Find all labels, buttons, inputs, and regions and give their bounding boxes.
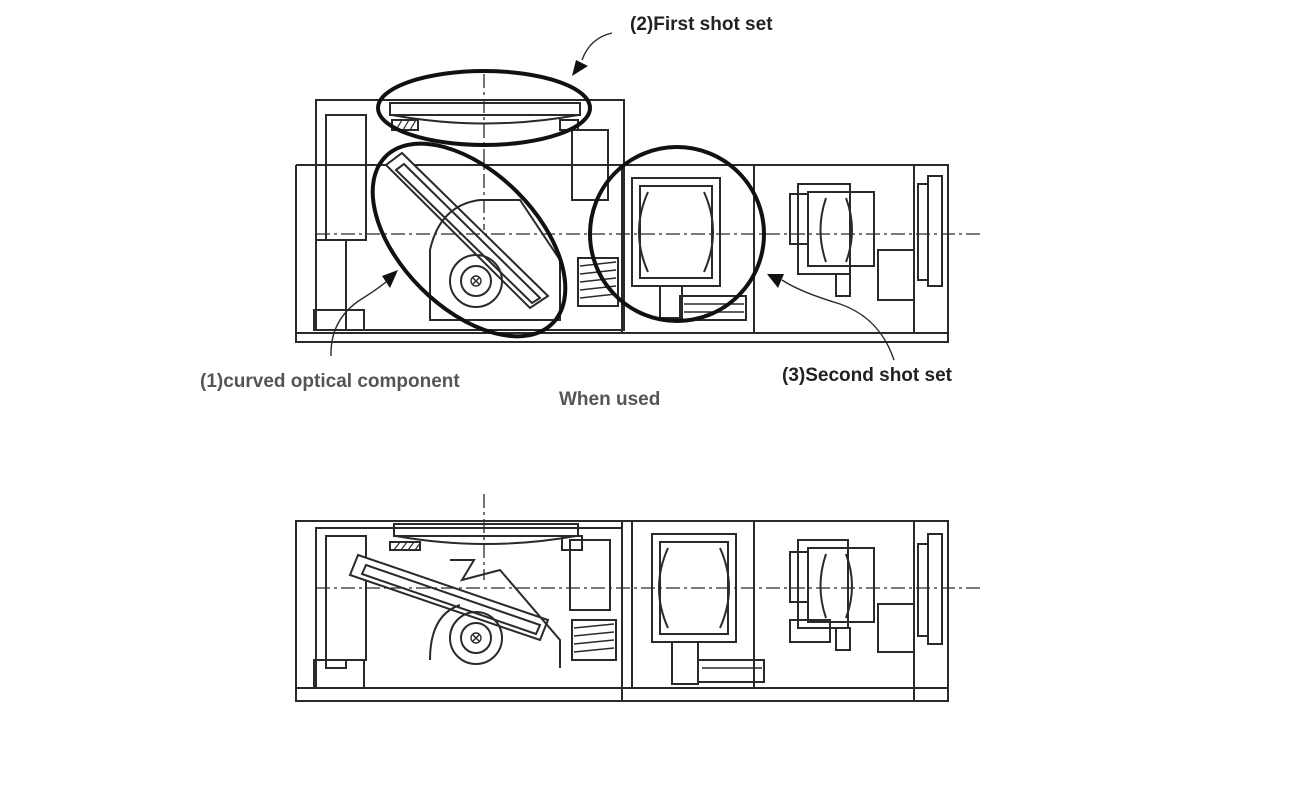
bottom-left-blocks: [313, 535, 611, 689]
first-shot-set-highlight: [376, 69, 592, 147]
second-shot-set-label: (3)Second shot set: [782, 365, 953, 386]
callout-leaders: [330, 32, 895, 361]
bottom-curved-optical-component: [348, 553, 561, 668]
top-left-blocks: [313, 114, 609, 331]
bottom-second-shot-lens: [651, 533, 765, 685]
top-diagram: [295, 69, 980, 343]
bottom-rear-element: [917, 533, 943, 645]
first-shot-set-leader: [581, 32, 613, 61]
second-shot-set-arrowhead: [767, 274, 784, 288]
top-second-shot-lens: [631, 177, 747, 321]
top-curved-optical-component: [384, 151, 561, 321]
curved-optical-component-arrowhead: [382, 270, 398, 288]
top-first-shot-lens: [389, 102, 581, 131]
top-eyepiece-lens: [789, 183, 915, 301]
first-shot-set-arrowhead: [572, 60, 588, 76]
bottom-eyepiece-lens: [789, 539, 915, 653]
labels: (2)First shot set (1)curved optical comp…: [200, 14, 953, 410]
curved-optical-component-highlight: [370, 141, 568, 339]
curved-optical-component-leader: [330, 281, 387, 357]
bottom-first-shot-lens: [389, 523, 583, 551]
state-caption: When used: [559, 389, 660, 410]
bottom-spring: [571, 619, 617, 661]
bottom-diagram: [295, 494, 980, 702]
curved-optical-component-label: (1)curved optical component: [200, 371, 460, 392]
top-spring: [577, 257, 619, 307]
first-shot-set-label: (2)First shot set: [630, 14, 773, 35]
top-rear-element: [917, 175, 943, 287]
second-shot-set-highlight: [588, 145, 766, 323]
second-shot-set-leader: [781, 279, 895, 361]
